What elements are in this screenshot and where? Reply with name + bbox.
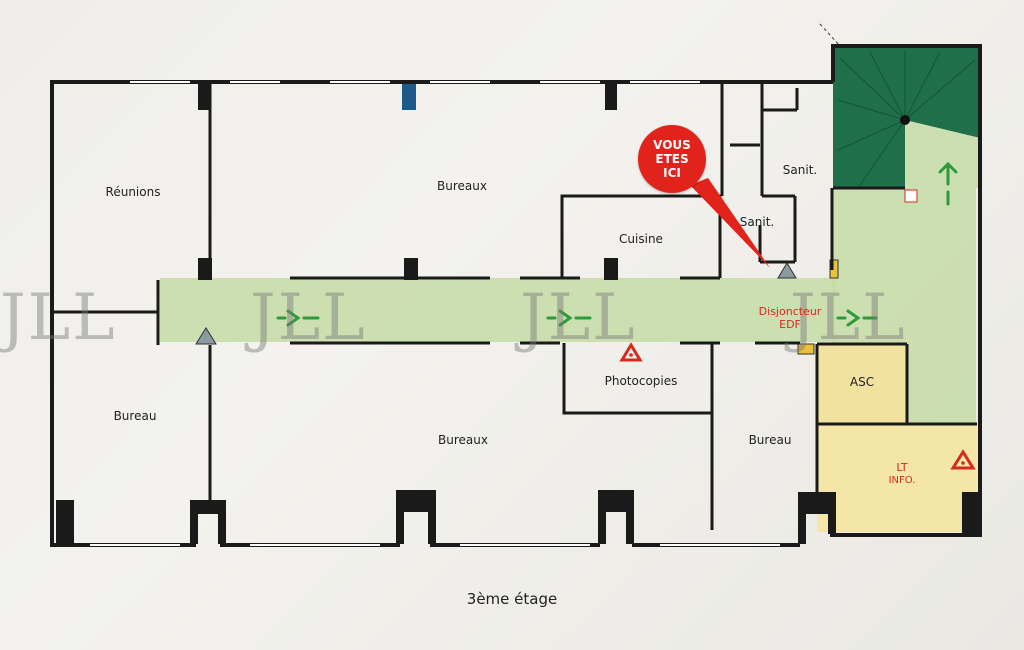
room-bureau-left: Bureau [113,409,157,423]
exit-arrows [276,161,958,327]
you-are-here-badge: VOUS ETES ICI [638,125,706,193]
room-cuisine: Cuisine [619,232,663,246]
you-are-here-pointer [690,178,770,268]
watermark-2: JLL [250,281,367,355]
extinguisher-triangles [195,262,797,345]
asc-room [817,344,907,424]
sign-box [904,189,918,203]
stair-steps [837,50,976,186]
room-reunions: Réunions [105,185,161,199]
disjoncteur-line1: Disjoncteur [758,305,822,318]
room-sanit-2: Sanit. [739,215,775,229]
pillars [56,84,978,544]
stair-center [900,115,910,125]
room-asc: ASC [849,375,875,389]
disjoncteur-label: Disjoncteur EDF [759,305,822,331]
watermark-3: JLL [520,281,637,355]
room-photocopies: Photocopies [604,374,678,388]
watermark-1: JLL [0,281,117,355]
floor-caption: 3ème étage [466,590,558,608]
room-bureau-right: Bureau [748,433,792,447]
windows [90,81,780,546]
vous-line1: VOUS [653,138,691,152]
room-lt-info: LT INFO. [889,461,916,487]
room-sanit-1: Sanit. [782,163,818,177]
stairwell-landing [905,120,980,188]
vous-line2: ETES [655,152,689,166]
disjoncteur-line2: EDF [779,318,801,331]
room-bureaux-top: Bureaux [437,179,487,193]
alarm-triangles [619,342,976,470]
inner-walls [52,84,977,530]
lt-info-line2: INFO. [888,475,916,486]
corridor-zone [160,278,836,342]
room-bureaux-bottom: Bureaux [438,433,488,447]
leader-line [819,23,841,47]
lt-info-line1: LT [896,461,908,474]
watermark-4: JLL [790,281,907,355]
lt-info-room [817,424,977,532]
vous-line3: ICI [663,166,681,180]
